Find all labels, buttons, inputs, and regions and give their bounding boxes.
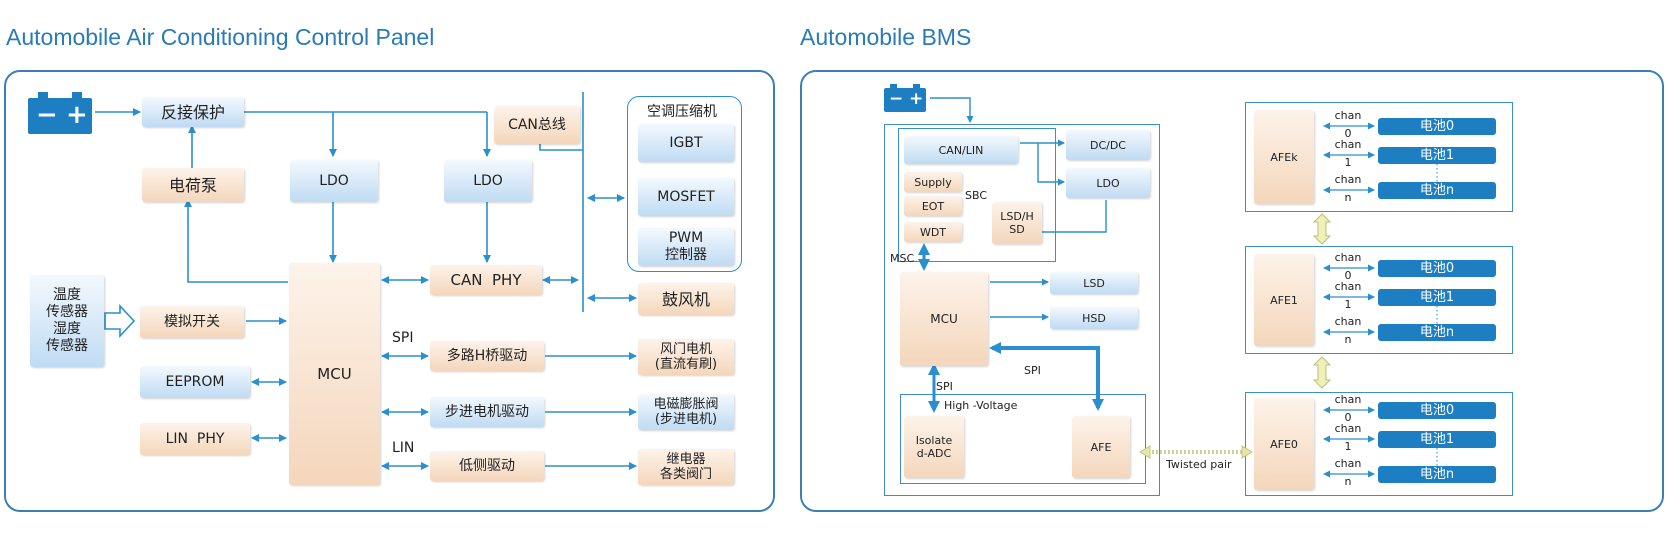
can-phy-block: CAN PHY: [430, 265, 542, 295]
spi-label-bms: SPI: [936, 380, 953, 393]
isolated-adc-block: Isolate d-ADC: [904, 416, 964, 478]
damper-motor-block: 风门电机 (直流有刷): [638, 339, 734, 375]
wdt-block: WDT: [904, 222, 962, 242]
can-bus-block: CAN总线: [494, 106, 580, 144]
eeprom-block: EEPROM: [140, 366, 250, 398]
battery-icon-bms: −+: [884, 84, 926, 112]
afe-group-frame-0: [1245, 392, 1513, 496]
chan-label: chan: [1334, 457, 1362, 470]
blower-block: 鼓风机: [638, 283, 734, 315]
msc-label: MSC: [890, 252, 915, 265]
afe-block-main: AFE: [1072, 416, 1130, 478]
twisted-pair-label: Twisted pair: [1166, 458, 1232, 471]
chan-number: 1: [1344, 298, 1352, 311]
chan-number: 0: [1344, 127, 1352, 140]
bms-panel: [800, 70, 1664, 512]
charge-pump-block: 电荷泵: [142, 168, 244, 202]
chan-label: chan: [1334, 109, 1362, 122]
supply-block: Supply: [904, 172, 962, 192]
mcu-block-bms: MCU: [900, 272, 988, 366]
lsd-block: LSD: [1050, 272, 1138, 294]
low-side-driver-block: 低侧驱动: [430, 451, 544, 481]
temp-humidity-sensor-block: 温度 传感器 湿度 传感器: [30, 275, 104, 367]
battery-cell-1: 电池1: [1378, 431, 1496, 448]
battery-cell-0: 电池0: [1378, 402, 1496, 419]
battery-cell-0: 电池0: [1378, 118, 1496, 135]
sbc-frame: [898, 128, 1056, 262]
ac-control-panel: [4, 70, 775, 512]
battery-cell-0: 电池0: [1378, 260, 1496, 277]
chan-number: 0: [1344, 411, 1352, 424]
battery-cell-1: 电池1: [1378, 147, 1496, 164]
expansion-valve-block: 电磁膨胀阀 (步进电机): [638, 394, 734, 430]
mcu-block-left: MCU: [289, 263, 380, 485]
mosfet-block: MOSFET: [638, 178, 734, 216]
sbc-label: SBC: [965, 189, 988, 202]
left-panel-title: Automobile Air Conditioning Control Pane…: [6, 24, 435, 50]
battery-icon: −+: [28, 92, 92, 134]
can-lin-block: CAN/LIN: [904, 136, 1018, 164]
compressor-title: 空调压缩机: [647, 104, 717, 120]
h-bridge-driver-block: 多路H桥驱动: [430, 341, 544, 371]
eot-block: EOT: [904, 196, 962, 216]
right-panel-title: Automobile BMS: [800, 24, 972, 50]
compressor-group: [627, 96, 742, 272]
ldo-block-2: LDO: [444, 160, 532, 202]
chan-label: chan: [1334, 315, 1362, 328]
analog-switch-block: 模拟开关: [140, 306, 244, 338]
chan-number: n: [1344, 191, 1352, 204]
hsd-block: HSD: [1050, 307, 1138, 329]
high-voltage-label: High -Voltage: [944, 399, 1018, 412]
bms-controller-frame: [884, 124, 1160, 496]
lin-label: LIN: [392, 440, 415, 456]
chan-number: n: [1344, 475, 1352, 488]
reverse-protection-block: 反接保护: [142, 97, 244, 127]
afe-k-block: AFEk: [1254, 110, 1314, 204]
afe-group-frame-k: [1245, 102, 1513, 212]
chan-number: 1: [1344, 440, 1352, 453]
chan-label: chan: [1334, 138, 1362, 151]
chan-label: chan: [1334, 251, 1362, 264]
battery-cell-n: 电池n: [1378, 324, 1496, 341]
ldo-block-bms: LDO: [1066, 168, 1150, 198]
spi-label-left: SPI: [392, 330, 414, 346]
chan-number: 1: [1344, 156, 1352, 169]
pwm-controller-block: PWM 控制器: [638, 228, 734, 266]
afe-1-block: AFE1: [1254, 254, 1314, 346]
battery-cell-1: 电池1: [1378, 289, 1496, 306]
chan-label: chan: [1334, 280, 1362, 293]
chan-label: chan: [1334, 422, 1362, 435]
lin-phy-block: LIN PHY: [140, 423, 250, 455]
ldo-block-1: LDO: [290, 160, 378, 202]
afe-group-frame-1: [1245, 246, 1513, 354]
stepper-driver-block: 步进电机驱动: [430, 397, 544, 427]
dcdc-block: DC/DC: [1066, 130, 1150, 160]
battery-cell-n: 电池n: [1378, 182, 1496, 199]
igbt-block: IGBT: [638, 124, 734, 162]
chan-number: n: [1344, 333, 1352, 346]
relay-valves-block: 继电器 各类阀门: [638, 449, 734, 485]
chan-label: chan: [1334, 393, 1362, 406]
spi-label-right: SPI: [1024, 364, 1041, 377]
battery-cell-n: 电池n: [1378, 466, 1496, 483]
chan-number: 0: [1344, 269, 1352, 282]
afe-0-block: AFE0: [1254, 398, 1314, 490]
high-voltage-frame: [900, 394, 1146, 484]
lsd-hsd-block: LSD/H SD: [992, 202, 1042, 244]
chan-label: chan: [1334, 173, 1362, 186]
